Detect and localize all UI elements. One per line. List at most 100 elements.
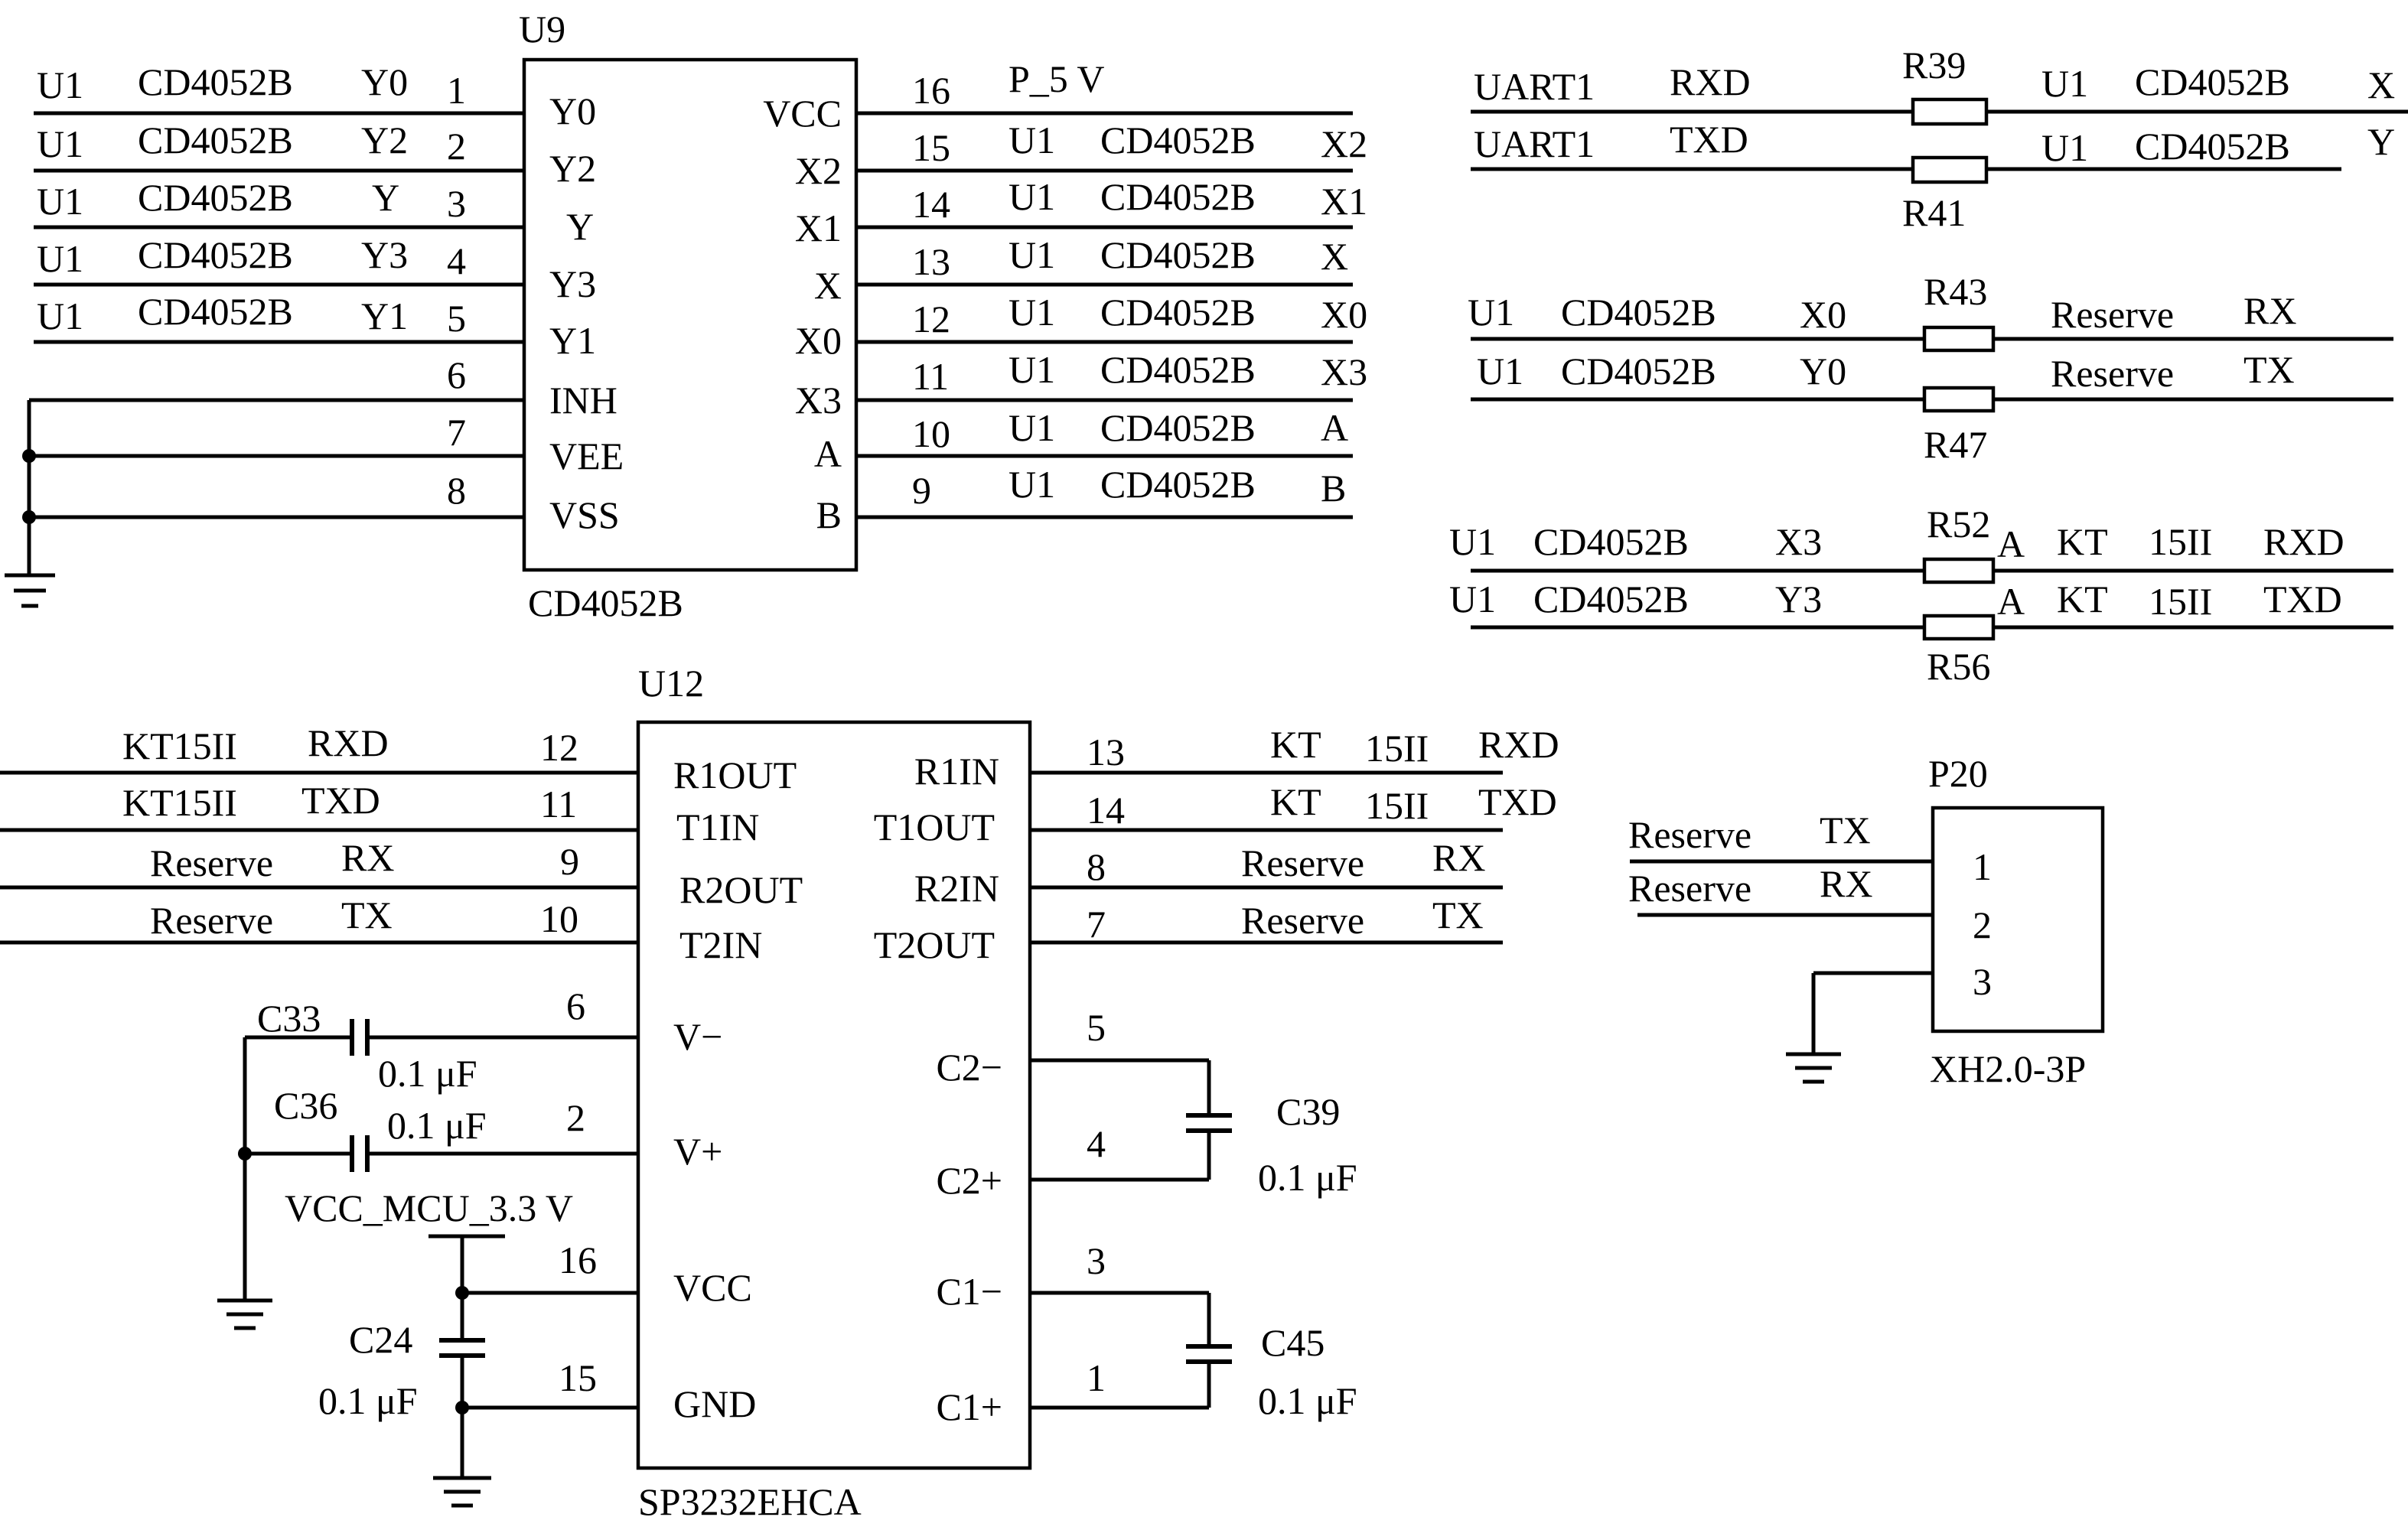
supply-net: VCC_MCU_3.3 V: [285, 1187, 573, 1229]
net-label: TXD: [2263, 578, 2342, 620]
junction-dot: [455, 1401, 469, 1414]
svg-text:U1: U1: [1008, 119, 1055, 161]
u9-pin-num: 7: [447, 411, 466, 454]
resistor-ref: R56: [1927, 645, 1990, 688]
u9-pin-num: 9: [912, 469, 931, 512]
svg-text:15II: 15II: [1365, 784, 1429, 827]
junction-dot: [455, 1286, 469, 1300]
net-label: KT: [2057, 520, 2108, 563]
svg-text:Y2: Y2: [361, 119, 408, 161]
u9-pin-name: VSS: [549, 493, 620, 536]
u12-pin-num: 3: [1087, 1239, 1106, 1282]
u12-pin-name: R1OUT: [673, 754, 797, 796]
u9-left-net: U1 CD4052B Y2: [37, 119, 408, 165]
svg-text:A: A: [1321, 406, 1348, 449]
svg-text:U1: U1: [1008, 175, 1055, 218]
svg-text:X3: X3: [1321, 350, 1367, 393]
p20-part: XH2.0-3P: [1930, 1047, 2086, 1090]
net-label: 15II: [2149, 580, 2212, 623]
u12-left-net: KT15II TXD: [122, 779, 380, 824]
net-label: CD4052B: [1533, 578, 1689, 620]
p20-pin-num: 3: [1973, 960, 1992, 1003]
u12-right-net: Reserve RX: [1241, 836, 1485, 884]
u12-pin-name: C1+: [936, 1385, 1002, 1428]
u12-right-net: Reserve TX: [1241, 894, 1484, 942]
svg-text:CD4052B: CD4052B: [1100, 348, 1256, 391]
net-label: UART1: [1474, 65, 1595, 108]
u9-body: [522, 57, 859, 572]
p20-pin-num: 2: [1973, 903, 1992, 946]
cap-ref: C39: [1276, 1090, 1340, 1133]
resistor-group-reserve: R43 R47 U1 CD4052B X0 Reserve RX U1 CD40…: [1468, 270, 2393, 466]
svg-text:CD4052B: CD4052B: [1100, 175, 1256, 218]
resistor-r52: [1922, 557, 1996, 584]
u9-right-net: U1 CD4052B X1: [1008, 175, 1367, 223]
cap-ref: C45: [1261, 1321, 1325, 1364]
u12-pin-num: 8: [1087, 845, 1106, 888]
svg-text:U1: U1: [37, 180, 83, 223]
u9-right-net: U1 CD4052B X0: [1008, 291, 1367, 336]
svg-text:U1: U1: [37, 63, 83, 106]
svg-text:Y3: Y3: [361, 233, 408, 276]
svg-text:X0: X0: [1321, 293, 1367, 336]
resistor-r39: [1911, 97, 1989, 126]
net-label: 15II: [2149, 520, 2212, 563]
ground-symbol: [1786, 1052, 1841, 1084]
svg-text:CD4052B: CD4052B: [1100, 119, 1256, 161]
svg-text:U1: U1: [37, 295, 83, 337]
net-label: Reserve: [1628, 813, 1751, 856]
svg-text:RXD: RXD: [308, 721, 389, 764]
u12-pin-num: 11: [540, 783, 577, 825]
svg-text:RXD: RXD: [1478, 723, 1559, 766]
u12-pin-name: R1IN: [914, 750, 999, 793]
net-label: KT: [2057, 578, 2108, 620]
u9-pin-name: Y: [566, 205, 594, 248]
u12-pin-name: T1OUT: [874, 806, 995, 848]
svg-text:TX: TX: [1432, 894, 1484, 936]
svg-text:RX: RX: [341, 836, 394, 879]
u12-pin-name: T2OUT: [874, 923, 995, 966]
p20-pin-num: 1: [1973, 845, 1992, 888]
svg-text:Reserve: Reserve: [150, 842, 273, 884]
u9-ground-symbol: [5, 573, 55, 608]
p20-ref: P20: [1928, 752, 1988, 795]
u9-pin-name: X2: [795, 149, 842, 192]
net-label: U1: [1477, 350, 1523, 392]
net-label: X: [2367, 63, 2395, 106]
svg-text:KT: KT: [1270, 723, 1321, 766]
u12-pin-num: 9: [560, 840, 579, 883]
u9-pin-name: B: [816, 493, 842, 536]
u12-component: U12 SP3232EHCA 12 11 9 10 6 2 16 15 R1OU…: [0, 662, 1559, 1523]
u12-pin-num: 15: [559, 1356, 597, 1399]
u12-pin-num: 4: [1087, 1122, 1106, 1165]
net-label: RXD: [2263, 520, 2344, 563]
u12-left-net: KT15II RXD: [122, 721, 389, 767]
u12-pin-num: 12: [540, 726, 578, 769]
svg-text:U1: U1: [1008, 291, 1055, 334]
net-label: X3: [1775, 520, 1822, 563]
svg-text:CD4052B: CD4052B: [138, 60, 293, 103]
cap-ref: C33: [257, 997, 321, 1040]
ground-symbol: [217, 1298, 272, 1330]
net-label: U1: [1449, 520, 1496, 563]
u12-pin-name: R2IN: [914, 867, 999, 910]
u12-right-net: KT 15II RXD: [1270, 723, 1559, 770]
u12-pin-name: R2OUT: [679, 868, 803, 911]
svg-text:U1: U1: [37, 122, 83, 165]
u9-pin-name: Y1: [549, 319, 596, 362]
svg-text:U1: U1: [1008, 348, 1055, 391]
svg-text:U1: U1: [37, 237, 83, 280]
u9-pin-num: 11: [912, 355, 949, 398]
u9-right-net: U1 CD4052B X: [1008, 233, 1348, 278]
svg-text:TXD: TXD: [1478, 780, 1557, 823]
u12-pin-num: 7: [1087, 903, 1106, 946]
net-label: Reserve: [1628, 867, 1751, 910]
net-label: X0: [1800, 293, 1846, 336]
svg-text:RX: RX: [1432, 836, 1485, 879]
net-label: CD4052B: [2135, 125, 2290, 168]
resistor-r56: [1922, 614, 1996, 641]
net-label: CD4052B: [1561, 291, 1716, 334]
u12-left-net: Reserve TX: [150, 894, 393, 942]
svg-text:Y: Y: [372, 176, 399, 219]
